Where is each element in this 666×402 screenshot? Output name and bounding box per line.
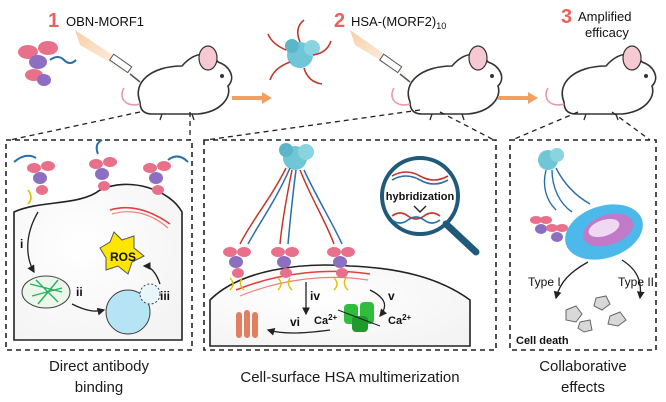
mouse-icon — [545, 45, 657, 121]
syringe-icon — [378, 53, 411, 83]
caption-left-line1: Direct antibody — [49, 358, 150, 375]
step-2-number: 2 — [334, 10, 345, 32]
antibody-icon — [327, 247, 355, 291]
dead-cell-icons — [565, 295, 627, 333]
process-arrow-vi — [266, 328, 331, 336]
syringe-icon — [108, 53, 141, 83]
hsa-protein-icon — [538, 148, 564, 170]
hybridization-label: hybridization — [386, 191, 455, 203]
process-arrow-ii — [71, 303, 106, 316]
type-1-label: Type I — [528, 275, 561, 289]
panel-right: Type I Type II Cell death — [516, 148, 654, 347]
antibody-icon — [13, 154, 55, 205]
step-1: 1 OBN-MORF1 — [18, 10, 233, 121]
antibody-icon — [89, 139, 117, 191]
mouse-icon — [391, 45, 503, 121]
step-2: 2 HSA-(MORF2)10 — [267, 10, 503, 121]
caption-middle: Cell-surface HSA multimerization — [240, 369, 459, 386]
flow-arrow-1-head — [262, 92, 272, 104]
process-arrow-v — [369, 289, 388, 318]
ros-label: ROS — [110, 250, 136, 264]
panel-middle: hybridization iv v vi Ca2+ Ca2+ — [209, 143, 480, 347]
hsa-protein-icon — [279, 143, 314, 170]
cytoskeleton-icon — [236, 310, 258, 338]
step-1-number: 1 — [48, 10, 59, 32]
svg-text:HSA-(MORF2)10: HSA-(MORF2)10 — [351, 14, 446, 31]
antibody-icon — [271, 247, 299, 291]
light-beam-2 — [350, 30, 410, 78]
panel-left-frame — [5, 139, 193, 351]
caption-left-line2: binding — [75, 379, 123, 396]
hsa-morf2-icon — [267, 19, 332, 85]
marker-iii: iii — [160, 289, 170, 303]
process-arrow-iii — [142, 262, 161, 285]
light-beam-1 — [75, 30, 140, 80]
marker-i: i — [20, 237, 23, 251]
membrane-signal — [109, 206, 171, 225]
marker-iv: iv — [310, 289, 320, 303]
cell-vesicle — [105, 289, 151, 335]
process-arrow-i — [27, 211, 39, 274]
panel-middle-frame — [203, 139, 497, 351]
marker-ii: ii — [76, 285, 83, 299]
step-3: 3 Amplified efficacy — [545, 6, 657, 121]
antibody-icon — [143, 155, 189, 195]
caption-right-line2: effects — [561, 379, 605, 396]
ion-label-left: Ca2+ — [314, 313, 338, 327]
antibody-cluster-icon — [18, 41, 77, 86]
cell-membrane-left — [13, 183, 183, 341]
vesicle-bud — [139, 283, 161, 305]
membrane-signal — [235, 270, 371, 291]
cell-death-label: Cell death — [516, 335, 569, 347]
antibody-icon — [546, 224, 568, 242]
step-2-label-subscript: 10 — [436, 21, 446, 31]
type-2-arrow — [621, 259, 645, 300]
magnifier-icon — [380, 156, 480, 256]
panel-left: ROS i ii iii — [13, 139, 189, 341]
type-1-arrow — [553, 261, 589, 300]
ion-label-right: Ca2+ — [388, 313, 412, 327]
ion-channel-icon — [337, 302, 381, 332]
antibody-icon — [530, 216, 552, 234]
endosome-icon — [21, 275, 71, 309]
step-3-label-line1: Amplified — [578, 9, 631, 24]
antibody-icon — [223, 247, 251, 291]
step-3-number: 3 — [561, 6, 572, 28]
dna-strands — [239, 167, 343, 245]
dna-strands — [543, 167, 591, 213]
mouse-icon — [121, 45, 233, 121]
marker-v: v — [388, 289, 395, 303]
step-1-label: OBN-MORF1 — [66, 14, 144, 29]
zoom-lines — [9, 109, 651, 141]
marker-vi: vi — [290, 315, 300, 329]
ros-burst-icon — [99, 231, 145, 275]
flow-arrow-2-head — [528, 92, 538, 104]
panel-right-frame — [509, 139, 657, 351]
step-3-label-line2: efficacy — [585, 25, 629, 40]
cell-membrane-middle — [209, 264, 471, 347]
type-2-label: Type II — [618, 275, 654, 289]
caption-right-line1: Collaborative — [539, 358, 627, 375]
step-2-label: HSA-(MORF2) — [351, 14, 436, 29]
